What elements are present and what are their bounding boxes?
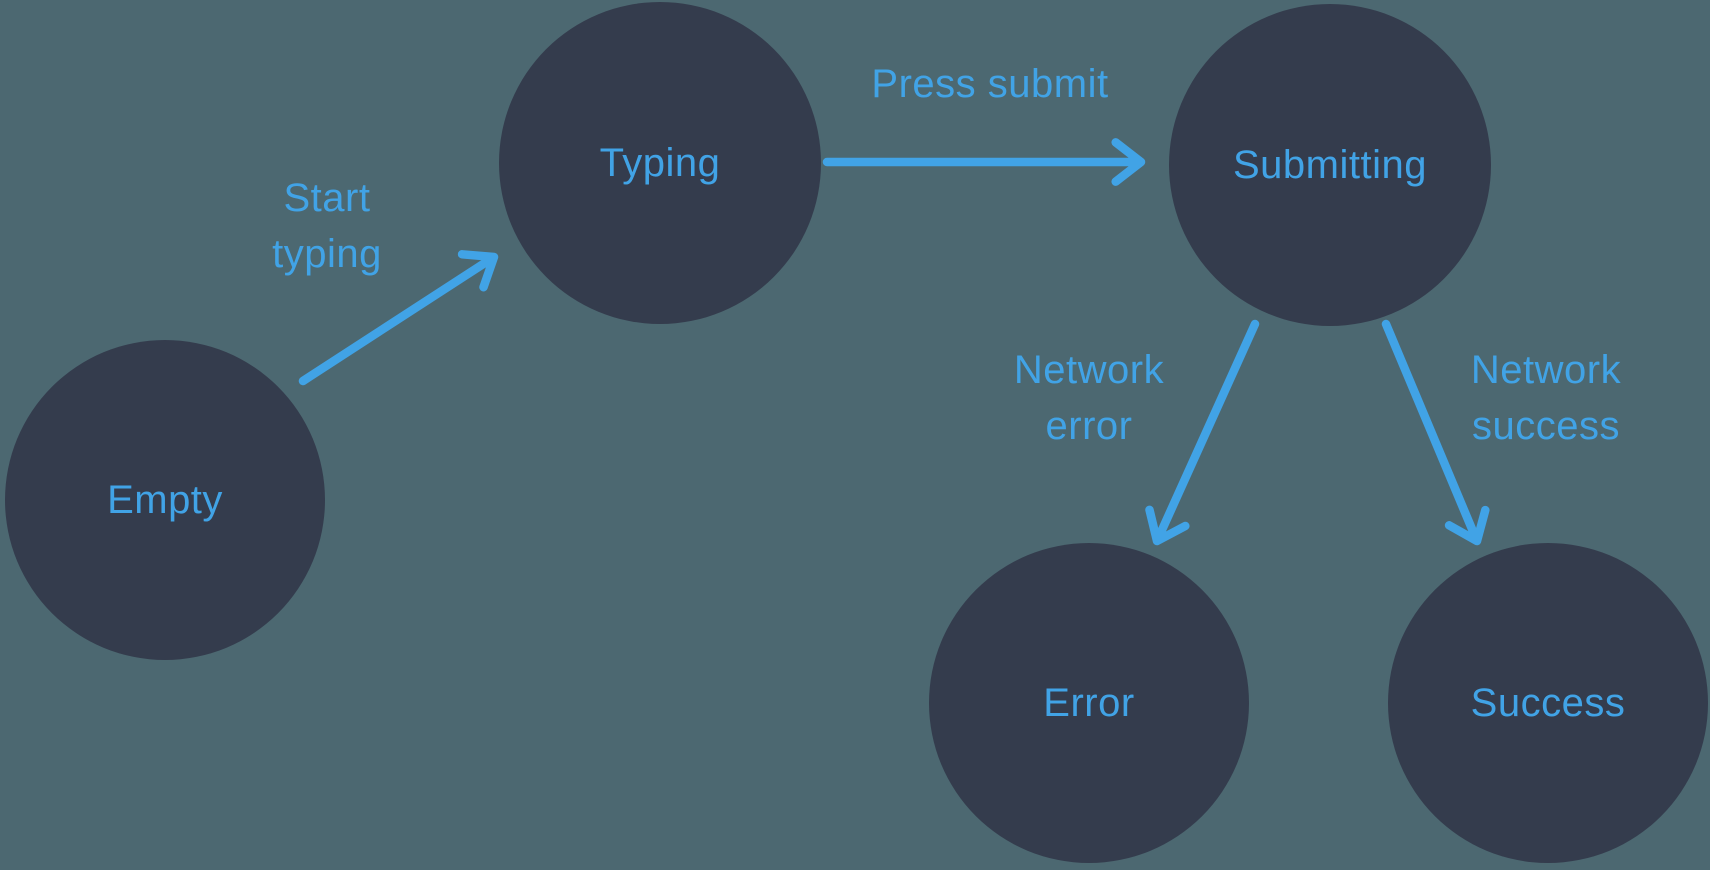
transition-label-press-submit: Press submit bbox=[871, 56, 1108, 112]
state-label-error: Error bbox=[1043, 680, 1135, 725]
transition-label-network-error: Network error bbox=[1014, 342, 1164, 454]
transition-label-line: Network bbox=[1470, 348, 1622, 392]
transition-label-line: success bbox=[1471, 404, 1620, 448]
transition-label-start-typing: Start typing bbox=[272, 170, 382, 282]
state-node-empty: Empty bbox=[5, 340, 325, 660]
state-label-submitting: Submitting bbox=[1233, 142, 1427, 187]
transition-arrow-network-error bbox=[1145, 319, 1260, 546]
state-label-success: Success bbox=[1470, 680, 1626, 725]
transition-label-network-success: Network success bbox=[1471, 342, 1621, 454]
transition-label-line: typing bbox=[272, 232, 382, 276]
state-node-typing: Typing bbox=[499, 2, 821, 324]
transition-label-line: error bbox=[1045, 404, 1133, 448]
transition-label-line: Network bbox=[1013, 348, 1165, 392]
transition-label-line: Start bbox=[283, 176, 371, 220]
state-node-error: Error bbox=[929, 543, 1249, 863]
state-label-empty: Empty bbox=[107, 477, 223, 522]
state-node-submitting: Submitting bbox=[1169, 4, 1491, 326]
state-label-typing: Typing bbox=[599, 140, 721, 185]
transition-label-line: Press submit bbox=[871, 62, 1109, 106]
state-node-success: Success bbox=[1388, 543, 1708, 863]
transition-arrow-press-submit bbox=[822, 138, 1146, 186]
